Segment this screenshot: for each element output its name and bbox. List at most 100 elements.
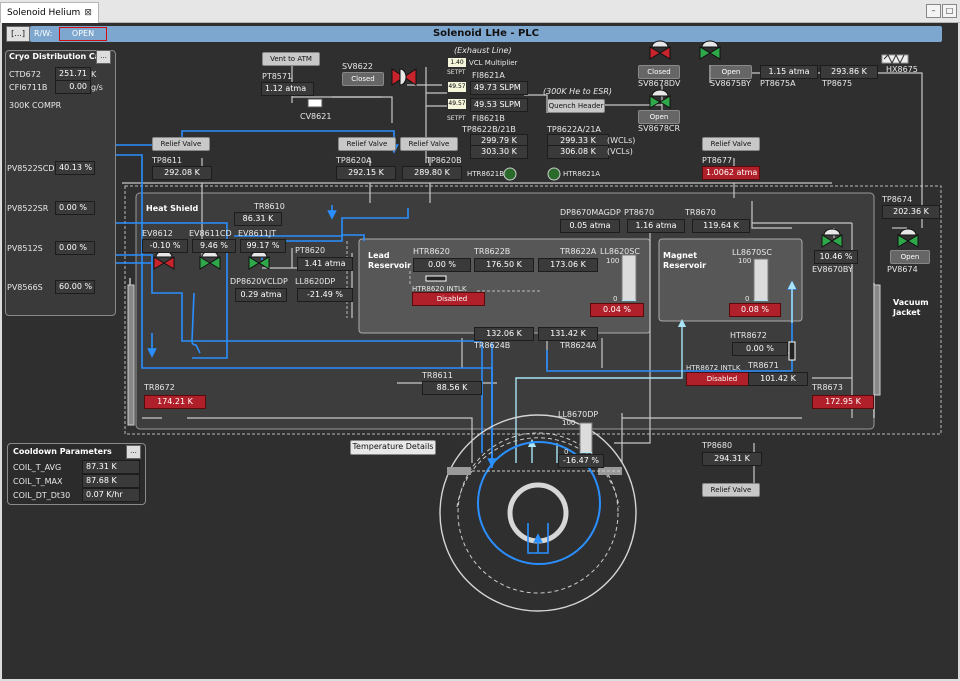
htr8620-intlk-state: Disabled: [412, 292, 485, 306]
page-title: Solenoid LHe - PLC: [432, 28, 539, 39]
sv8678dv-state-button[interactable]: Closed: [638, 65, 680, 79]
valve-ev8612-icon[interactable]: [153, 250, 175, 270]
ll8620sc-scale-bottom: 0: [613, 295, 618, 303]
tr8671-label: TR8671: [748, 361, 779, 370]
fi8621a-label: FI8621A: [472, 71, 505, 80]
sv8675by-state-button[interactable]: Open: [710, 65, 752, 79]
coil-dt-dt30-value: 0.07 K/hr: [82, 488, 140, 502]
temperature-details-button[interactable]: Temperature Details: [350, 440, 436, 455]
coil-t-avg-value: 87.31 K: [82, 460, 140, 474]
pv8566s-label: PV8566S: [7, 283, 43, 292]
pv8522sr-label: PV8522SR: [7, 204, 49, 213]
tr8611-label: TR8611: [422, 371, 453, 380]
setpt2-label: SETPT: [447, 115, 466, 122]
cryo-menu-button[interactable]: ...: [96, 50, 111, 64]
tp8674-label: TP8674: [882, 195, 913, 204]
sv8675by-label: SV8675BY: [710, 79, 751, 88]
pv8522scd-value: 40.13 %: [55, 161, 95, 175]
htr8621a-label: HTR8621A: [563, 170, 601, 178]
tr8624a-value: 131.42 K: [538, 327, 598, 341]
vcl-multiplier-label: VCL Multiplier: [469, 59, 518, 67]
cryo-distribution-panel: [5, 50, 116, 316]
ll8670sc-level-fill: [754, 300, 768, 301]
ev8612-value: -0.10 %: [142, 239, 188, 253]
ll8670dp-label: LL8670DP: [558, 410, 599, 419]
dp8670magdp-value: 0.05 atma: [560, 219, 620, 233]
pt8571-value: 1.12 atma: [261, 82, 314, 96]
htr8621b-label: HTR8621B: [467, 170, 505, 178]
pv8566s-value: 60.00 %: [55, 280, 95, 294]
tr8610-label: TR8610: [254, 202, 285, 211]
relief-valve-pt8677-button[interactable]: Relief Valve: [702, 137, 760, 151]
tr8672-label: TR8672: [144, 383, 175, 392]
ll8620sc-value: 0.04 %: [590, 303, 644, 317]
tab-solenoid-helium[interactable]: Solenoid Helium ⊠: [0, 2, 99, 23]
pt8677-label: PT8677: [702, 156, 733, 165]
tp8611-value: 292.08 K: [152, 166, 212, 180]
tp8620b-label: TP8620B: [426, 156, 462, 165]
valve-sv8622-icon[interactable]: [391, 68, 417, 86]
cfi6711b-unit: g/s: [91, 83, 103, 92]
maximize-button[interactable]: □: [942, 4, 957, 18]
valve-ev8670by-icon[interactable]: [821, 228, 843, 248]
ev8612-label: EV8612: [142, 229, 173, 238]
compr-label: 300K COMPR: [9, 101, 62, 110]
magnet-reservoir-title: Magnet Reservoir: [663, 251, 707, 270]
minimize-button[interactable]: –: [926, 4, 941, 18]
quench-header-button[interactable]: Quench Header: [547, 99, 605, 113]
ll8620dp-value: -21.49 %: [297, 288, 353, 302]
ev8611jt-value: 99.17 %: [240, 239, 286, 253]
exhaust-line-label: (Exhaust Line): [454, 46, 512, 55]
hx8675-label: HX8675: [886, 65, 918, 74]
relief-valve-tp8611-button[interactable]: Relief Valve: [152, 137, 210, 151]
open-status-button[interactable]: OPEN: [59, 27, 107, 41]
relief-valve-tp8620a-button[interactable]: Relief Valve: [338, 137, 396, 151]
sv8678cr-label: SV8678CR: [638, 124, 681, 133]
sv8622-state-button[interactable]: Closed: [342, 72, 384, 86]
tr8622b-value: 176.50 K: [474, 258, 534, 272]
relief-valve-tp8620b-button[interactable]: Relief Valve: [400, 137, 458, 151]
cooldown-title: Cooldown Parameters: [13, 447, 112, 456]
valve-ev8611cd-icon[interactable]: [199, 250, 221, 270]
valve-pv8674-icon[interactable]: [897, 228, 919, 248]
relief-valve-tp8680-button[interactable]: Relief Valve: [702, 483, 760, 497]
htr8620-intlk-label: HTR8620 INTLK: [412, 285, 467, 293]
coil-t-avg-label: COIL_T_AVG: [13, 463, 62, 472]
tr8671-value: 101.42 K: [748, 372, 808, 386]
valve-sv8678cr-icon[interactable]: [649, 89, 671, 109]
tr8622b-label: TR8622B: [474, 247, 511, 256]
tr8670-value: 119.64 K: [692, 219, 750, 233]
tr8624a-label: TR8624A: [560, 341, 597, 350]
valve-sv8675by-icon[interactable]: [699, 40, 721, 60]
htr8620-value: 0.00 %: [413, 258, 471, 272]
valve-ev8611jt-icon[interactable]: [248, 250, 270, 270]
vcl-multiplier-input[interactable]: 1.40: [448, 58, 466, 67]
tab-close-icon[interactable]: ⊠: [84, 8, 92, 18]
cooldown-menu-button[interactable]: ...: [126, 445, 141, 459]
tp8620a-value: 292.15 K: [336, 166, 396, 180]
fi8621a-setpoint-input[interactable]: 49.57: [448, 82, 466, 92]
ev8670by-value: 10.46 %: [814, 250, 858, 264]
htr8621b-indicator-icon: [503, 167, 517, 181]
tr8673-label: TR8673: [812, 383, 843, 392]
fi8621b-setpoint-input[interactable]: 49.57: [448, 99, 466, 109]
tr8624b-value: 132.06 K: [474, 327, 534, 341]
pv8674-state-button[interactable]: Open: [890, 250, 930, 264]
vent-to-atm-button[interactable]: Vent to ATM: [262, 52, 320, 66]
ll8670dp-level-fill: [580, 452, 592, 453]
tp8620b-value: 289.80 K: [402, 166, 462, 180]
pv8512s-value: 0.00 %: [55, 241, 95, 255]
vacuum-jacket-label: Vacuum Jacket: [893, 298, 929, 317]
ev8611cd-label: EV8611CD: [189, 229, 232, 238]
valve-sv8678dv-icon[interactable]: [649, 40, 671, 60]
cfi6711b-label: CFI6711B: [9, 83, 48, 92]
plc-screen: [...] R/W: OPEN Solenoid LHe - PLC: [2, 23, 958, 679]
ll8670dp-scale-top: 100: [562, 419, 576, 427]
pv8674-label: PV8674: [887, 265, 918, 274]
dp8670magdp-label: DP8670MAGDP: [560, 208, 621, 217]
menu-button[interactable]: [...]: [6, 26, 30, 42]
tp8674-value: 202.36 K: [882, 205, 940, 219]
rw-label: R/W:: [34, 29, 53, 38]
ctd672-label: CTD672: [9, 70, 41, 79]
sv8678cr-state-button[interactable]: Open: [638, 110, 680, 124]
